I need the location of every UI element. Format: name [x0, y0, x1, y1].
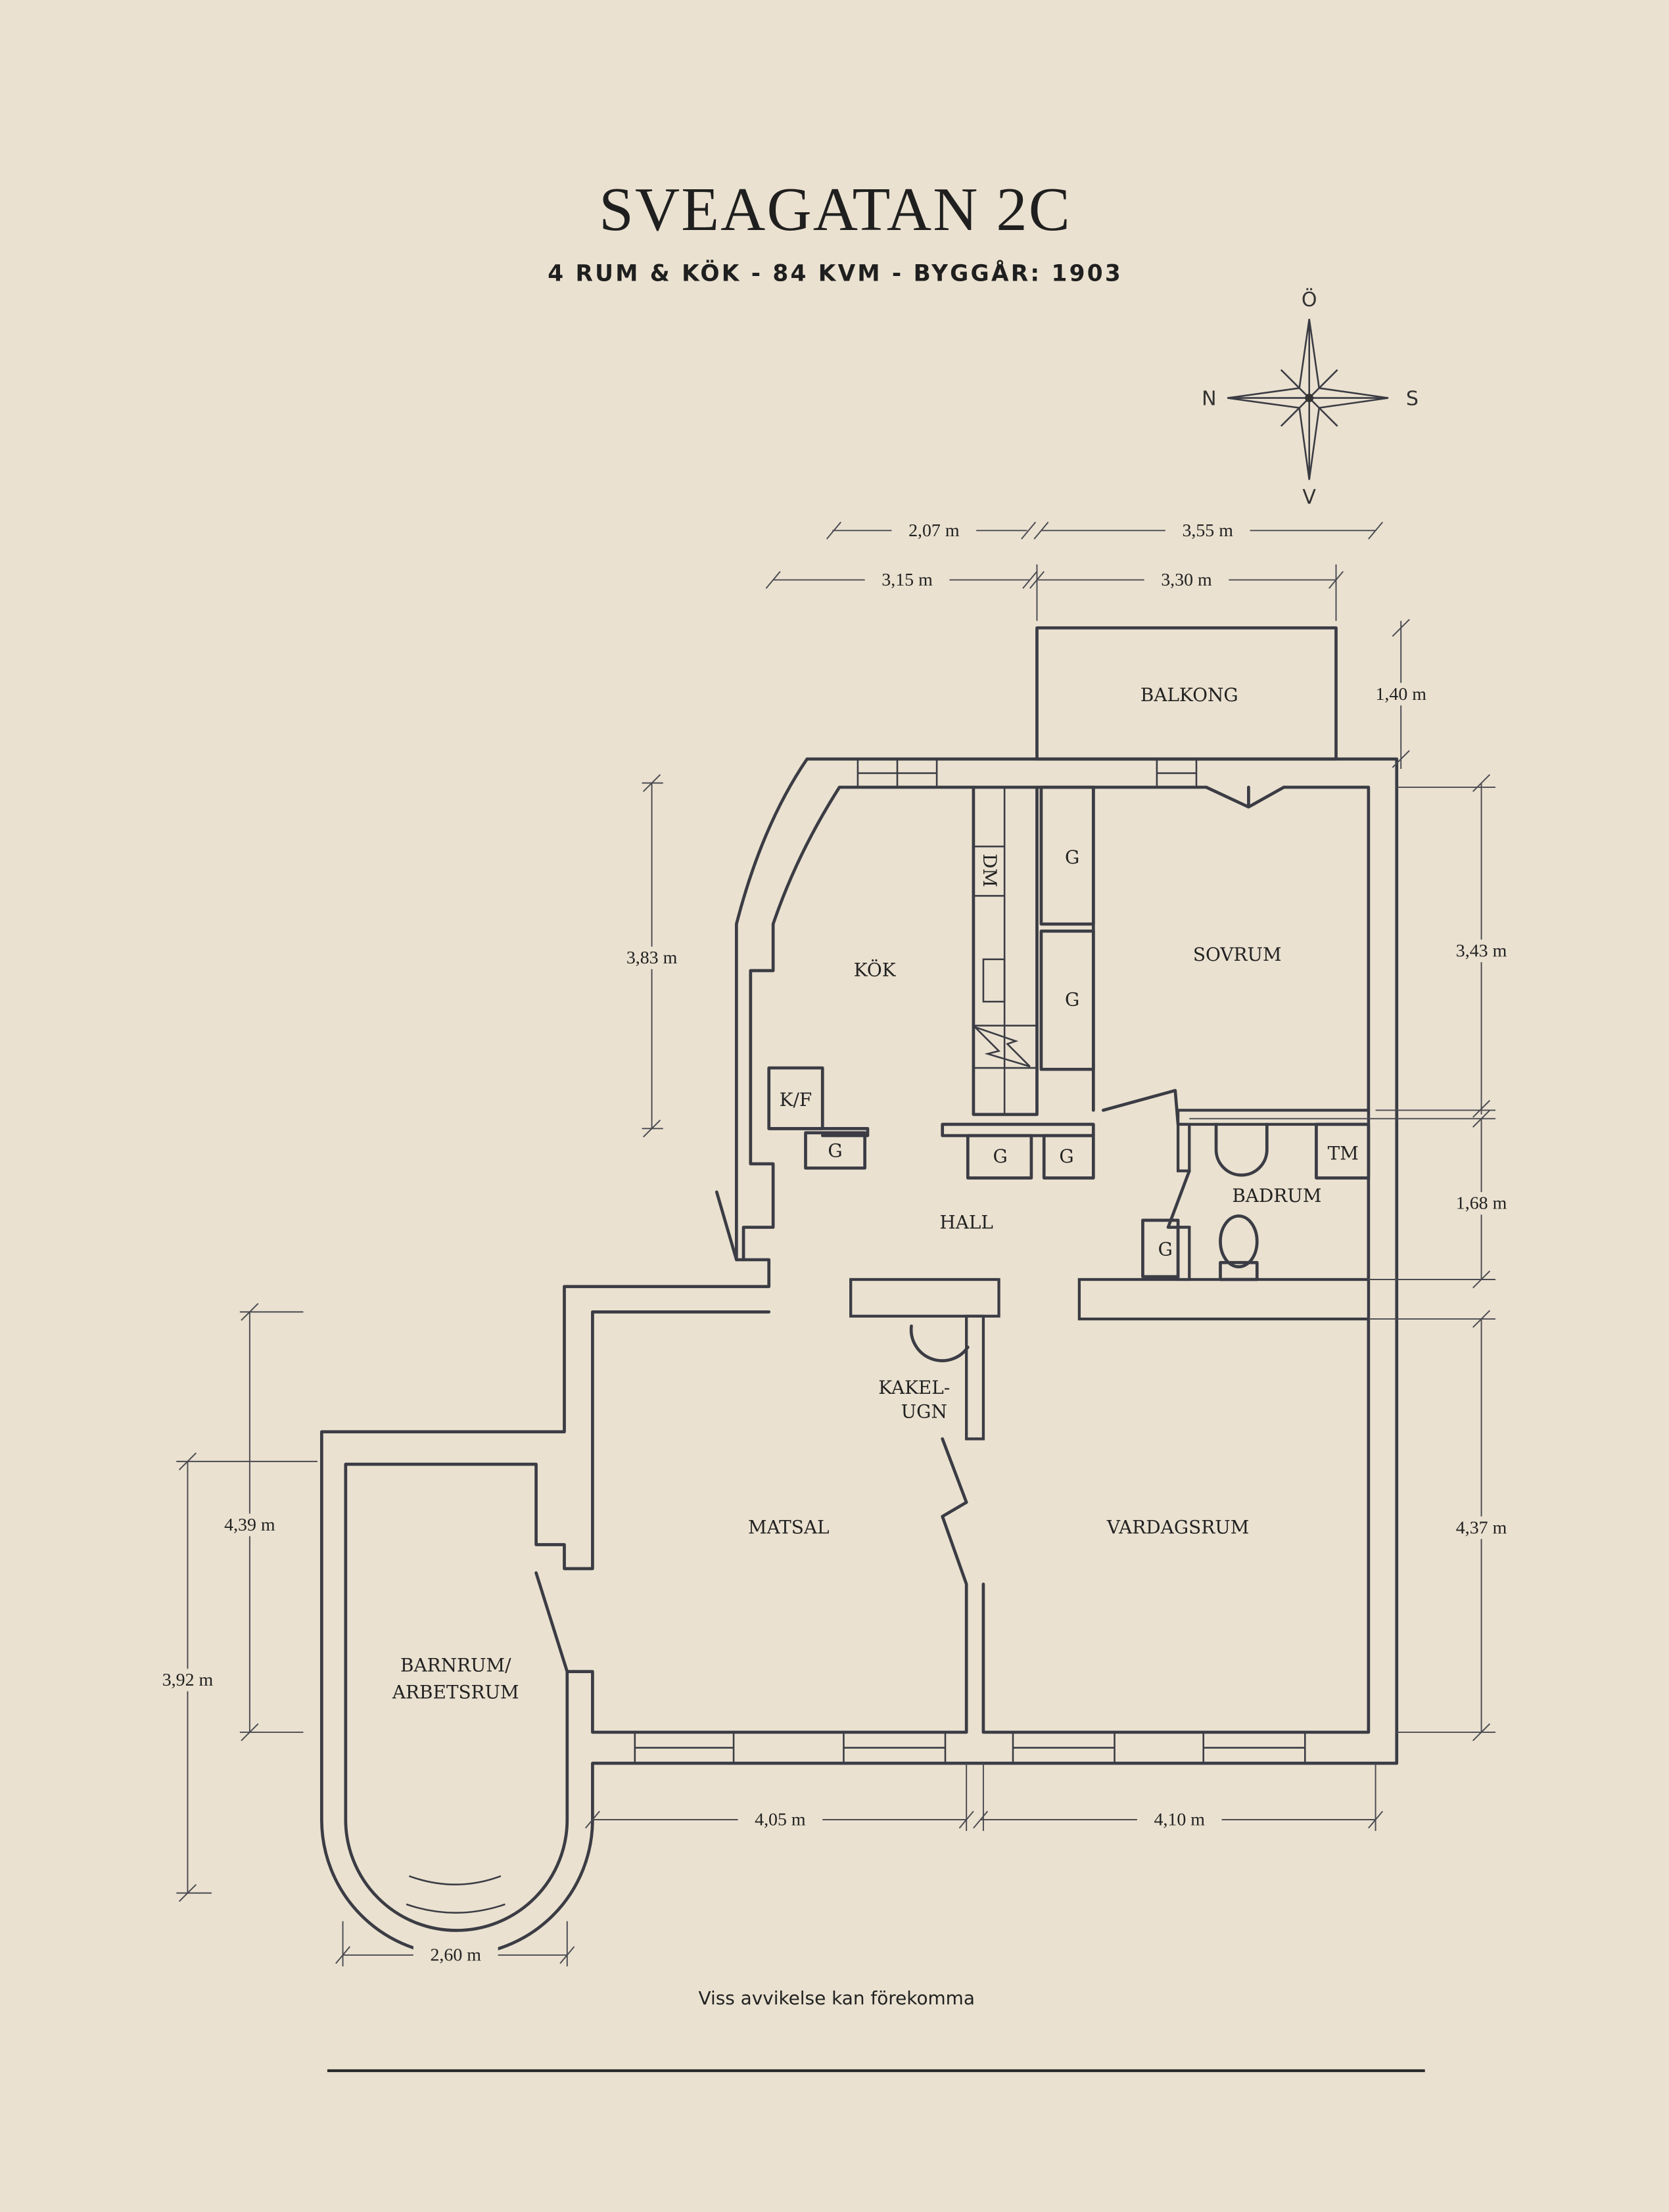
wall-hall	[941, 1122, 1095, 1138]
svg-text:G: G	[1065, 846, 1079, 868]
room-matsal: MATSAL	[748, 1516, 830, 1538]
dim-kok: 3,83 m	[626, 948, 678, 968]
tile-stove-icon	[909, 1324, 970, 1362]
dim-top-3: 3,15 m	[882, 570, 933, 590]
svg-text:G: G	[828, 1140, 842, 1161]
dim-vardagsrum-width: 4,10 m	[1154, 1810, 1206, 1830]
toilet-tank	[1219, 1260, 1259, 1281]
wall-stub	[849, 1278, 1000, 1318]
sink-icon	[1214, 1122, 1269, 1177]
kitchen-ledge	[767, 1126, 870, 1138]
doors	[534, 785, 1286, 1674]
fridge-freezer-label: K/F	[780, 1089, 812, 1111]
outer-wall	[319, 757, 1399, 1957]
dim-matsal: 4,39 m	[224, 1515, 275, 1535]
dim-badrum: 1,68 m	[1456, 1193, 1507, 1214]
compass-south: S	[1406, 387, 1419, 410]
dimension-lines	[148, 519, 1521, 1967]
dim-top-1: 2,07 m	[908, 520, 960, 541]
room-kok: KÖK	[854, 959, 897, 981]
compass-north: N	[1202, 387, 1216, 410]
dim-top-2: 3,55 m	[1182, 520, 1233, 541]
compass-west: V	[1302, 486, 1316, 509]
wall-vardagsrum-top	[1077, 1278, 1370, 1321]
room-barnrum-2: ARBETSRUM	[392, 1681, 519, 1703]
compass-icon: Ö N S V	[1202, 287, 1419, 509]
dim-matsal-width: 4,05 m	[755, 1810, 806, 1830]
room-vardagsrum: VARDAGSRUM	[1106, 1516, 1249, 1538]
page-title: SVEAGATAN 2C	[599, 175, 1071, 244]
stove-icon	[982, 958, 1006, 1003]
dim-sovrum: 3,43 m	[1456, 940, 1507, 961]
closets: G G G G G G	[804, 785, 1180, 1279]
dim-barnrum: 3,92 m	[162, 1670, 214, 1690]
svg-text:G: G	[1059, 1145, 1073, 1167]
wall-badrum-left-lower	[1176, 1226, 1191, 1281]
room-kakelugn-1: KAKEL-	[878, 1377, 950, 1398]
dim-barnrum-width: 2,60 m	[430, 1945, 481, 1966]
washer	[1315, 1122, 1371, 1180]
dishwasher-label: DM	[979, 854, 1000, 887]
lightning-icon	[974, 1026, 1031, 1068]
compass-east: Ö	[1302, 287, 1317, 311]
disclaimer: Viss avvikelse kan förekomma	[698, 1987, 974, 2009]
svg-text:G: G	[993, 1145, 1008, 1167]
room-sovrum: SOVRUM	[1193, 944, 1282, 965]
room-barnrum-1: BARNRUM/	[400, 1655, 511, 1676]
washer-label: TM	[1328, 1143, 1359, 1164]
dim-vardagsrum: 4,37 m	[1456, 1517, 1507, 1538]
page-subtitle: 4 RUM & KÖK - 84 KVM - BYGGÅR: 1903	[548, 260, 1123, 287]
wall-badrum-top	[1176, 1109, 1370, 1126]
dim-top-4: 3,30 m	[1161, 570, 1212, 590]
windows	[406, 759, 1306, 1914]
room-kakelugn-2: UGN	[901, 1400, 947, 1422]
room-hall: HALL	[939, 1212, 993, 1233]
kitchen-counter: DM	[972, 785, 1039, 1117]
svg-text:G: G	[1065, 989, 1079, 1011]
interior-wall	[344, 785, 1371, 1932]
wall-divider	[965, 1314, 985, 1440]
wall-badrum-left	[1176, 1122, 1191, 1172]
room-balkong: BALKONG	[1140, 684, 1238, 706]
room-badrum: BADRUM	[1232, 1185, 1321, 1207]
dim-balkong: 1,40 m	[1375, 684, 1426, 704]
toilet-icon	[1219, 1214, 1259, 1269]
svg-text:G: G	[1158, 1239, 1173, 1260]
